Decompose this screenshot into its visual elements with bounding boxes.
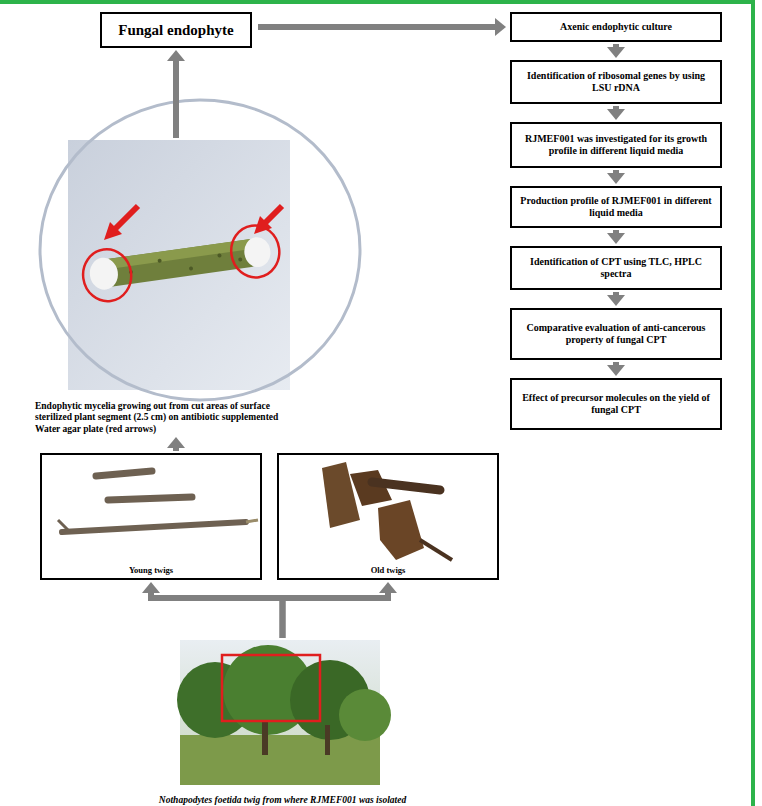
arrow-line [173, 446, 179, 451]
young-twig-photo [58, 471, 258, 532]
node-label: Production profile of RJMEF001 in differ… [518, 195, 714, 220]
photo-detail [108, 497, 192, 500]
photo-detail [339, 689, 391, 741]
arrow-line [173, 59, 179, 138]
process-box: Production profile of RJMEF001 in differ… [510, 186, 722, 228]
photo-detail [88, 256, 120, 292]
arrow-head [607, 109, 625, 120]
photo-detail [372, 482, 440, 490]
photo-box: Young twigs [40, 453, 262, 580]
photo-detail [189, 266, 194, 271]
arrow-head [167, 437, 185, 448]
process-box: Axenic endophytic culture [510, 12, 722, 42]
photo-detail [420, 540, 452, 560]
node-label: Fungal endophyte [118, 22, 233, 39]
photo-node: Endophytic mycelia growing out from cut … [35, 140, 305, 435]
process-box: Identification of ribosomal genes by usi… [510, 60, 722, 104]
photo-detail [58, 520, 70, 532]
photo-detail [254, 216, 272, 234]
photo-node: Nothapodytes foetida twig from where RJM… [150, 640, 415, 806]
flow-arrow [607, 292, 625, 306]
photo-detail [157, 259, 162, 264]
arrow-head [142, 582, 160, 593]
arrow-line [258, 24, 497, 30]
photo-caption: Nothapodytes foetida twig from where RJM… [150, 795, 415, 806]
flow-arrow [283, 582, 398, 638]
petri-dish-photo [40, 100, 360, 400]
plant-photo [177, 640, 391, 785]
photo-detail [242, 235, 272, 268]
arrow-head [607, 233, 625, 244]
flow-arrow [607, 44, 625, 58]
photo-detail [104, 222, 122, 240]
photo-detail [180, 735, 380, 785]
arrow-head [607, 295, 625, 306]
node-label: Identification of CPT using TLC, HPLC sp… [518, 256, 714, 281]
flow-arrow [607, 170, 625, 184]
photo-detail [246, 520, 258, 522]
node-label: Axenic endophytic culture [560, 21, 672, 34]
arrow-line [613, 292, 619, 297]
process-box: Identification of CPT using TLC, HPLC sp… [510, 246, 722, 290]
photo-detail [79, 222, 283, 304]
photo-detail [80, 246, 135, 304]
arrow-head [607, 173, 625, 184]
photo-detail [68, 140, 290, 390]
photo-detail [62, 522, 246, 532]
process-box: Effect of precursor molecules on the yie… [510, 378, 722, 430]
node-label: Effect of precursor molecules on the yie… [518, 392, 714, 417]
photo-detail [262, 720, 268, 755]
arrow-line [613, 230, 619, 235]
old-twig-photo [322, 462, 452, 560]
node-label: Identification of ribosomal genes by usi… [518, 70, 714, 95]
arrow-line [613, 44, 619, 49]
process-box: Fungal endophyte [100, 12, 252, 48]
arrow-head [607, 47, 625, 58]
arrow-head [379, 582, 397, 593]
photo-caption: Endophytic mycelia growing out from cut … [35, 401, 305, 435]
node-label: Comparative evaluation of anti-cancerous… [518, 322, 714, 347]
arrow-head [607, 365, 625, 376]
photo-detail [217, 253, 222, 258]
arrow-head [167, 50, 185, 61]
photo-box: Old twigs [277, 453, 499, 580]
photo-detail [222, 655, 320, 721]
arrow-line [613, 106, 619, 111]
photo-detail [40, 100, 360, 400]
photo-detail [322, 462, 360, 528]
process-box: RJMEF001 was investigated for its growth… [510, 122, 722, 168]
flow-arrow [167, 437, 185, 451]
arrow-line [613, 362, 619, 367]
photo-detail [325, 725, 330, 755]
arrow-line [613, 170, 619, 175]
node-label: RJMEF001 was investigated for its growth… [518, 133, 714, 158]
flow-arrow [607, 106, 625, 120]
flow-arrow [167, 50, 185, 138]
photo-detail [378, 500, 424, 560]
flow-arrow [142, 582, 283, 638]
node-label: Young twigs [129, 565, 173, 575]
arrow-line [151, 591, 283, 638]
photo-detail [238, 257, 243, 262]
flow-arrow [607, 362, 625, 376]
flow-arrow [607, 230, 625, 244]
arrow-head [495, 18, 506, 36]
photo-detail [96, 471, 152, 476]
flow-arrow [258, 18, 506, 36]
node-label: Old twigs [371, 565, 406, 575]
arrow-line [283, 591, 389, 638]
process-box: Comparative evaluation of anti-cancerous… [510, 308, 722, 360]
